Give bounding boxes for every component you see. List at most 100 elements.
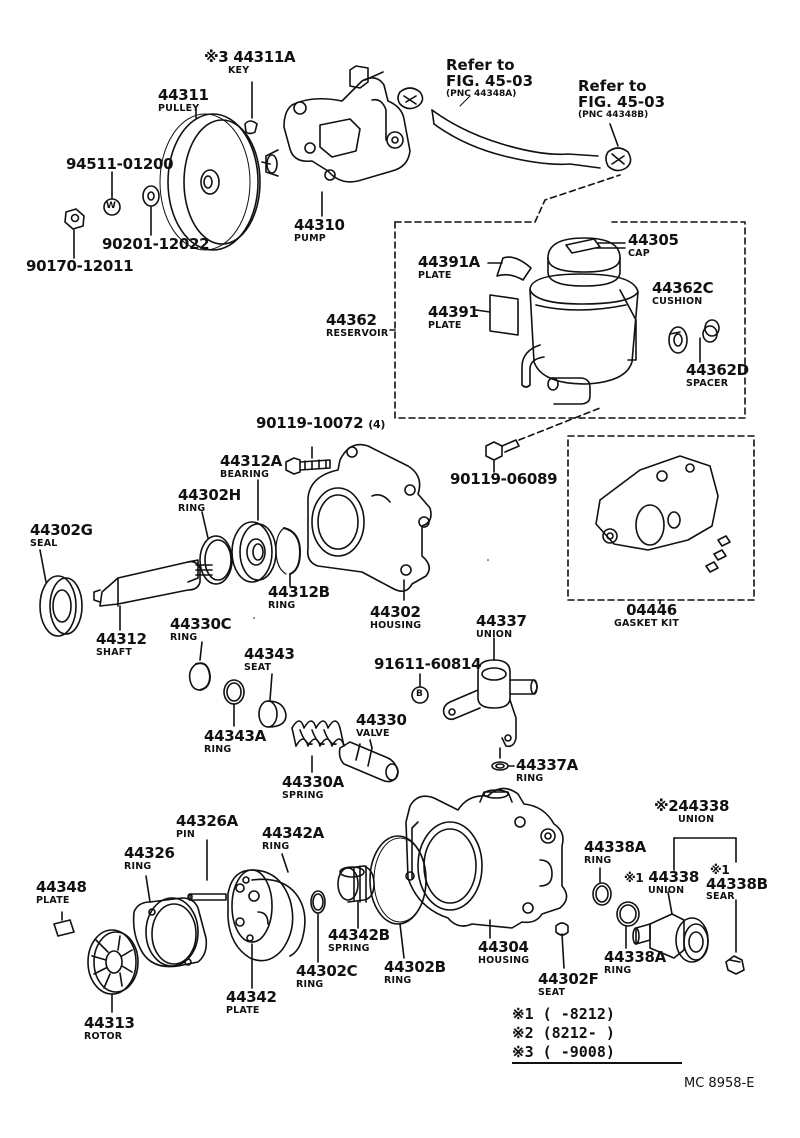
ring-30c-drawing <box>188 641 211 691</box>
ref-pnc: (PNC 44348A) <box>446 88 517 99</box>
washer-w-drawing <box>103 171 121 216</box>
label-spacer: 44362D SPACER <box>686 361 749 389</box>
label-spring-30a: 44330A SPRING <box>282 773 344 801</box>
label-seat-washer: 90201-12022 <box>102 235 210 253</box>
label-plate-a: 44391A PLATE <box>418 253 480 281</box>
union-37-drawing <box>442 637 538 759</box>
quantity: (4) <box>368 418 386 431</box>
seat-washer-drawing <box>142 185 160 236</box>
part-name: SHAFT <box>96 646 133 658</box>
pulley-drawing <box>159 107 261 251</box>
part-name: SEAT <box>244 661 272 673</box>
label-ring-30c: 44330C RING <box>170 616 232 643</box>
part-name: RING <box>384 974 412 986</box>
part-number: 44330A <box>282 773 344 791</box>
part-number: 44310 <box>294 216 345 234</box>
label-bearing: 44312A BEARING <box>220 453 282 480</box>
label-ring-26: 44326 RING <box>124 844 175 872</box>
part-name: RING <box>604 964 632 976</box>
part-number: 44302G <box>30 521 93 539</box>
label-bolt-short: 90119-06089 <box>450 470 558 488</box>
part-name: SPACER <box>686 377 729 389</box>
union-38-drawing <box>632 837 737 963</box>
part-number: 94511-01200 <box>66 155 174 173</box>
part-number: 44338 <box>648 868 700 886</box>
label-valve: 44330 VALVE <box>356 712 407 739</box>
ref-line1: Refer to <box>446 56 515 74</box>
part-number: 44302 <box>370 603 421 621</box>
applicability-mark: ※3 <box>512 1043 534 1061</box>
part-name: PIN <box>176 828 196 840</box>
part-number: 44312 <box>96 630 147 648</box>
ref-line2: FIG. 45-03 <box>446 71 534 90</box>
applicability-row: ※1 ( -8212) <box>512 1005 682 1024</box>
part-name: SEAT <box>538 986 566 998</box>
part-number: 44342B <box>328 926 390 944</box>
ring-43a-drawing <box>223 679 245 727</box>
part-number: 44337A <box>516 756 578 774</box>
diagram-code: MC 8958-E <box>684 1076 755 1091</box>
label-bolt-b: 91611-60814 <box>374 656 482 673</box>
label-pulley: 44311 PULLEY <box>158 87 209 114</box>
applicability-range: (8212- ) <box>542 1024 615 1042</box>
applicability-table: ※1 ( -8212) ※2 (8212- ) ※3 ( -9008) <box>512 1005 682 1064</box>
part-number: 44302F <box>538 970 599 988</box>
part-number: 90119-06089 <box>450 470 558 488</box>
part-number: 44362 <box>326 311 377 329</box>
reference-note-2: Refer to FIG. 45-03 (PNC 44348B) <box>578 78 665 120</box>
pin-drawing <box>187 839 227 901</box>
part-number: 44326 <box>124 844 175 862</box>
applicability-mark: ※2 <box>654 797 679 815</box>
bolt-long-drawing <box>285 446 331 475</box>
part-name: PULLEY <box>158 102 200 114</box>
part-number: 44391A <box>418 253 480 271</box>
part-number: 44338A <box>584 838 646 856</box>
reservoir-group-drawing <box>389 174 746 419</box>
part-name: PLATE <box>418 269 452 281</box>
part-number: 90201-12022 <box>102 235 210 253</box>
label-rotor: 44313 ROTOR <box>84 1015 135 1042</box>
applicability-mark: ※1 <box>512 1005 534 1023</box>
label-seat-2f: 44302F SEAT <box>538 970 599 998</box>
part-name: SPRING <box>282 789 324 801</box>
circle-mark-w: W <box>106 201 116 211</box>
label-ring-h: 44302H RING <box>178 487 241 514</box>
circle-mark-b: B <box>416 689 423 699</box>
part-name: RING <box>178 502 206 514</box>
plate-48-drawing <box>53 911 75 937</box>
part-name: GASKET KIT <box>614 617 680 629</box>
label-ring-38a-top: 44338A RING <box>584 838 646 866</box>
seat-2f-drawing <box>555 922 569 969</box>
part-number: 44338B <box>706 874 768 893</box>
key-drawing <box>244 81 258 135</box>
part-number: 44302B <box>384 958 446 976</box>
gasket-kit-drawing <box>567 435 755 605</box>
part-name: RING <box>516 772 544 784</box>
label-ring-42a: 44342A RING <box>262 825 324 852</box>
part-number: 44302C <box>296 962 358 980</box>
part-name: RING <box>124 860 152 872</box>
part-number: 44337 <box>476 612 527 630</box>
spring-30a-drawing <box>291 720 345 773</box>
applicability-mark: ※1 <box>710 863 730 877</box>
label-cushion: 44362C CUSHION <box>652 280 714 307</box>
nut-drawing <box>64 208 85 259</box>
rotor-drawing <box>87 929 139 1013</box>
part-name: RING <box>584 854 612 866</box>
seat-43-drawing <box>258 673 287 728</box>
label-seal: 44302G SEAL <box>30 521 93 549</box>
part-name: RESERVOIR <box>326 327 389 339</box>
label-plate: 44391 PLATE <box>428 304 479 331</box>
part-number: 44362D <box>686 361 749 379</box>
part-name: BEARING <box>220 468 270 480</box>
label-ring-2b: 44302B RING <box>384 958 446 986</box>
part-name: RING <box>296 978 324 990</box>
rear-housing-drawing <box>405 787 568 939</box>
applicability-mark: ※2 <box>512 1024 534 1042</box>
bearing-drawing <box>231 479 277 583</box>
part-name: CUSHION <box>652 295 703 307</box>
label-ring-37a: 44337A RING <box>516 756 578 784</box>
part-name: UNION <box>476 628 513 640</box>
part-name: RING <box>204 743 232 755</box>
seal-drawing <box>39 549 83 637</box>
